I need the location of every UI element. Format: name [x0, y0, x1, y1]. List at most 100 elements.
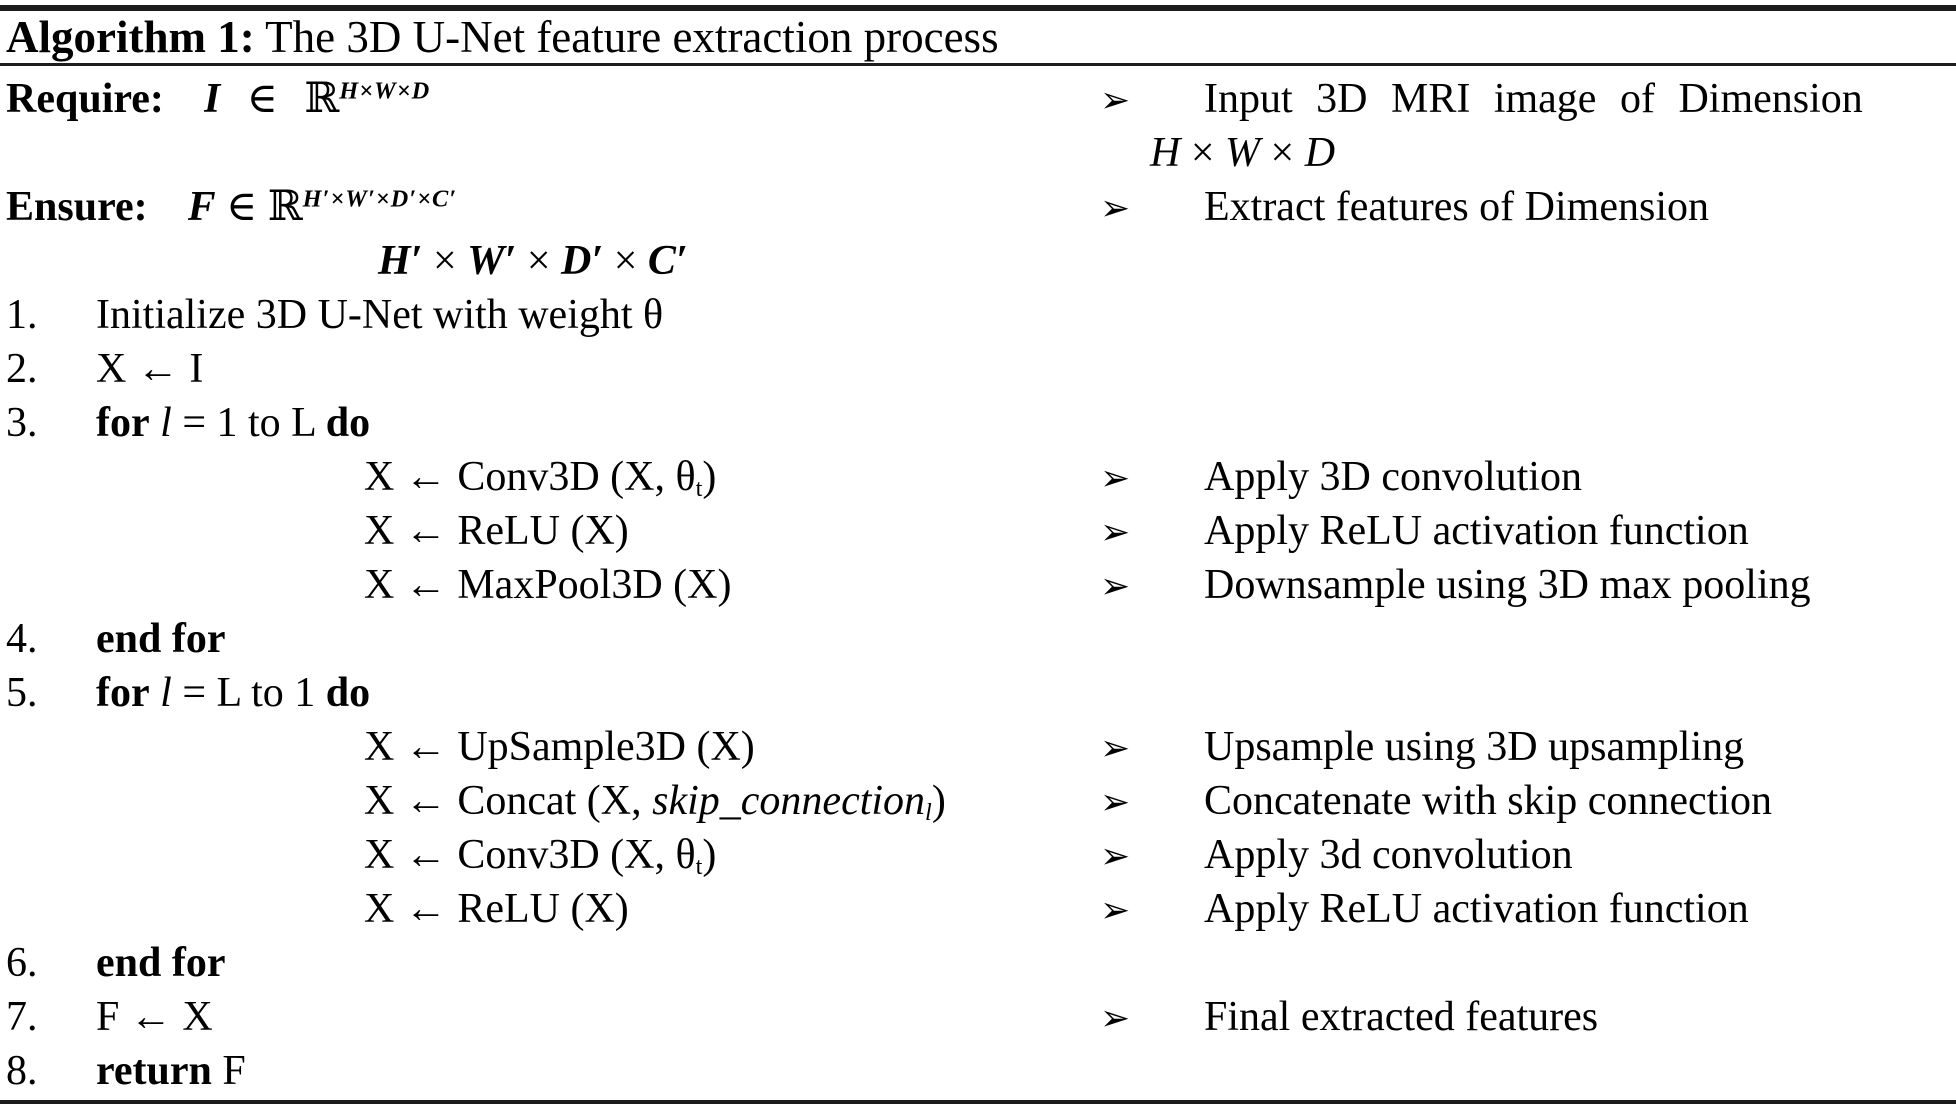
comment-cell: ➢ Apply 3d convolution [1100, 828, 1956, 884]
comment-text: Apply 3D convolution [1204, 450, 1956, 504]
text-segment: X ← UpSample3D (X) [364, 724, 755, 770]
text-segment: do [325, 400, 371, 446]
text-segment: Input 3D MRI image of Dimension [1204, 76, 1863, 122]
comment-arrow-icon: ➢ [1100, 80, 1131, 121]
algo-row-line-5b: X ← Concat (X, skip_connectionl) ➢Concate… [0, 774, 1956, 828]
comment-text: Upsample using 3D upsampling [1204, 720, 1956, 774]
text-segment: × [1180, 130, 1226, 176]
algo-row-line-4: 4.end for➢ [0, 612, 1956, 666]
text-segment: W′ [467, 238, 517, 284]
text-segment: Apply ReLU activation function [1204, 886, 1749, 932]
text-segment: I [203, 76, 221, 122]
text-segment: × [603, 238, 648, 284]
code-statement: X ← Conv3D (X, θt) [96, 828, 1100, 882]
text-segment: × [422, 238, 468, 284]
text-segment: Apply 3d convolution [1204, 832, 1573, 878]
text-segment: ) [702, 454, 717, 500]
text-segment: ∈ [215, 184, 268, 230]
line-label: Require: [6, 76, 164, 122]
algo-row-line-7: 7.F ← X➢Final extracted features [0, 990, 1956, 1044]
line-label: 4. [6, 616, 38, 662]
text-segment: H′ [378, 238, 423, 284]
text-segment: return [96, 1048, 212, 1094]
algo-row-line-5: 5.for l = L to 1 do➢ [0, 666, 1956, 720]
code-statement: X ← ReLU (X) [96, 882, 1100, 936]
line-label: 5. [6, 670, 38, 716]
algo-row-require-wrap: ➢H × W × D [0, 126, 1956, 180]
text-segment: F ← X [96, 994, 213, 1040]
comment-text: Final extracted features [1204, 990, 1956, 1044]
line-label: 2. [6, 346, 38, 392]
text-segment: X ← I [96, 346, 204, 392]
algo-row-line-6: 6.end for➢ [0, 936, 1956, 990]
comment-text: Extract features of Dimension [1204, 180, 1956, 234]
line-label: 8. [6, 1048, 38, 1094]
text-segment [150, 670, 161, 716]
algo-row-line-3b: X ← ReLU (X)➢Apply ReLU activation funct… [0, 504, 1956, 558]
text-segment: C′ [647, 238, 688, 284]
text-segment: l [160, 670, 172, 716]
title-separator-rule [0, 63, 1956, 66]
text-segment: ∈ [220, 76, 305, 122]
text-segment: X ← Conv3D (X, θ [364, 454, 696, 500]
comment-arrow-icon: ➢ [1100, 512, 1131, 553]
top-rule [0, 5, 1956, 11]
code-statement: F ← X [96, 990, 1100, 1044]
line-label: Ensure: [6, 184, 148, 230]
algo-row-line-2: 2.X ← I➢ [0, 342, 1956, 396]
code-statement: X ← ReLU (X) [96, 504, 1100, 558]
text-segment: = L to 1 [171, 670, 326, 716]
algo-row-line-3c: X ← MaxPool3D (X)➢Downsample using 3D ma… [0, 558, 1956, 612]
comment-arrow-icon: ➢ [1100, 188, 1131, 229]
text-segment: for [96, 400, 150, 446]
text-segment: Initialize 3D U-Net with weight θ [96, 292, 664, 338]
algo-row-line-5c: X ← Conv3D (X, θt)➢ Apply 3d convolution [0, 828, 1956, 882]
comment-text: H × W × D [1150, 126, 1956, 180]
code-statement: return F [96, 1044, 1100, 1098]
comment-arrow-icon: ➢ [1100, 782, 1131, 823]
comment-text: Input 3D MRI image of Dimension [1204, 72, 1956, 126]
text-segment: D′ [561, 238, 604, 284]
text-segment: X ← ReLU (X) [364, 886, 629, 932]
algo-row-require: Require: I ∈ ℝH×W×D➢ Input 3D MRI image of… [0, 72, 1956, 126]
text-segment: ) [931, 778, 946, 824]
algorithm-body: Require:I ∈ ℝH×W×D➢Input 3D MRI image of… [0, 66, 1956, 1098]
text-segment: l [925, 799, 932, 827]
algo-row-line-5d: X ← ReLU (X)➢Apply ReLU activation funct… [0, 882, 1956, 936]
text-segment: X ← Concat (X, [364, 778, 653, 824]
text-segment: F [187, 184, 216, 230]
text-segment: end for [96, 616, 226, 662]
code-statement: Initialize 3D U-Net with weight θ [96, 288, 1100, 342]
algorithm-box: Algorithm 1: The 3D U-Net feature extrac… [0, 5, 1956, 1113]
algorithm-caption: The 3D U-Net feature extraction process [254, 12, 999, 62]
comment-arrow-icon: ➢ [1100, 836, 1131, 877]
comment-arrow-icon: ➢ [1100, 998, 1131, 1039]
bottom-rule [0, 1100, 1956, 1104]
text-segment: Downsample using 3D max pooling [1204, 562, 1811, 608]
text-segment: × [1260, 130, 1305, 176]
algorithm-title: Algorithm 1: The 3D U-Net feature extrac… [0, 11, 1956, 63]
text-segment: for [96, 670, 150, 716]
text-segment: l [160, 400, 172, 446]
comment-arrow-icon: ➢ [1100, 458, 1131, 499]
code-statement: X ← I [96, 342, 1100, 396]
text-segment: ℝ [267, 184, 303, 230]
comment-cell: ➢Downsample using 3D max pooling [1100, 558, 1956, 614]
comment-cell: ➢H × W × D [1100, 126, 1956, 180]
algorithm-number-label: Algorithm 1: [6, 12, 255, 62]
code-statement: for l = L to 1 do [96, 666, 1100, 720]
comment-cell: ➢Concatenate with skip connection [1100, 774, 1956, 830]
text-segment: skip_connection [652, 778, 926, 824]
text-segment [150, 400, 161, 446]
code-statement: H′ × W′ × D′ × C′ [96, 234, 1100, 288]
code-statement: I ∈ ℝH×W×D [204, 72, 1100, 126]
comment-cell: ➢Upsample using 3D upsampling [1100, 720, 1956, 776]
comment-text: Downsample using 3D max pooling [1204, 558, 1956, 612]
algo-row-ensure-wrap: H′ × W′ × D′ × C′➢ [0, 234, 1956, 288]
comment-cell: ➢ Final extracted features [1100, 990, 1956, 1046]
text-segment: = 1 to L [171, 400, 326, 446]
text-segment: t [695, 475, 703, 503]
text-segment: end for [96, 940, 226, 986]
code-statement: F ∈ ℝH′×W′×D′×C′ [188, 180, 1100, 234]
text-segment: Apply 3D convolution [1204, 454, 1582, 500]
